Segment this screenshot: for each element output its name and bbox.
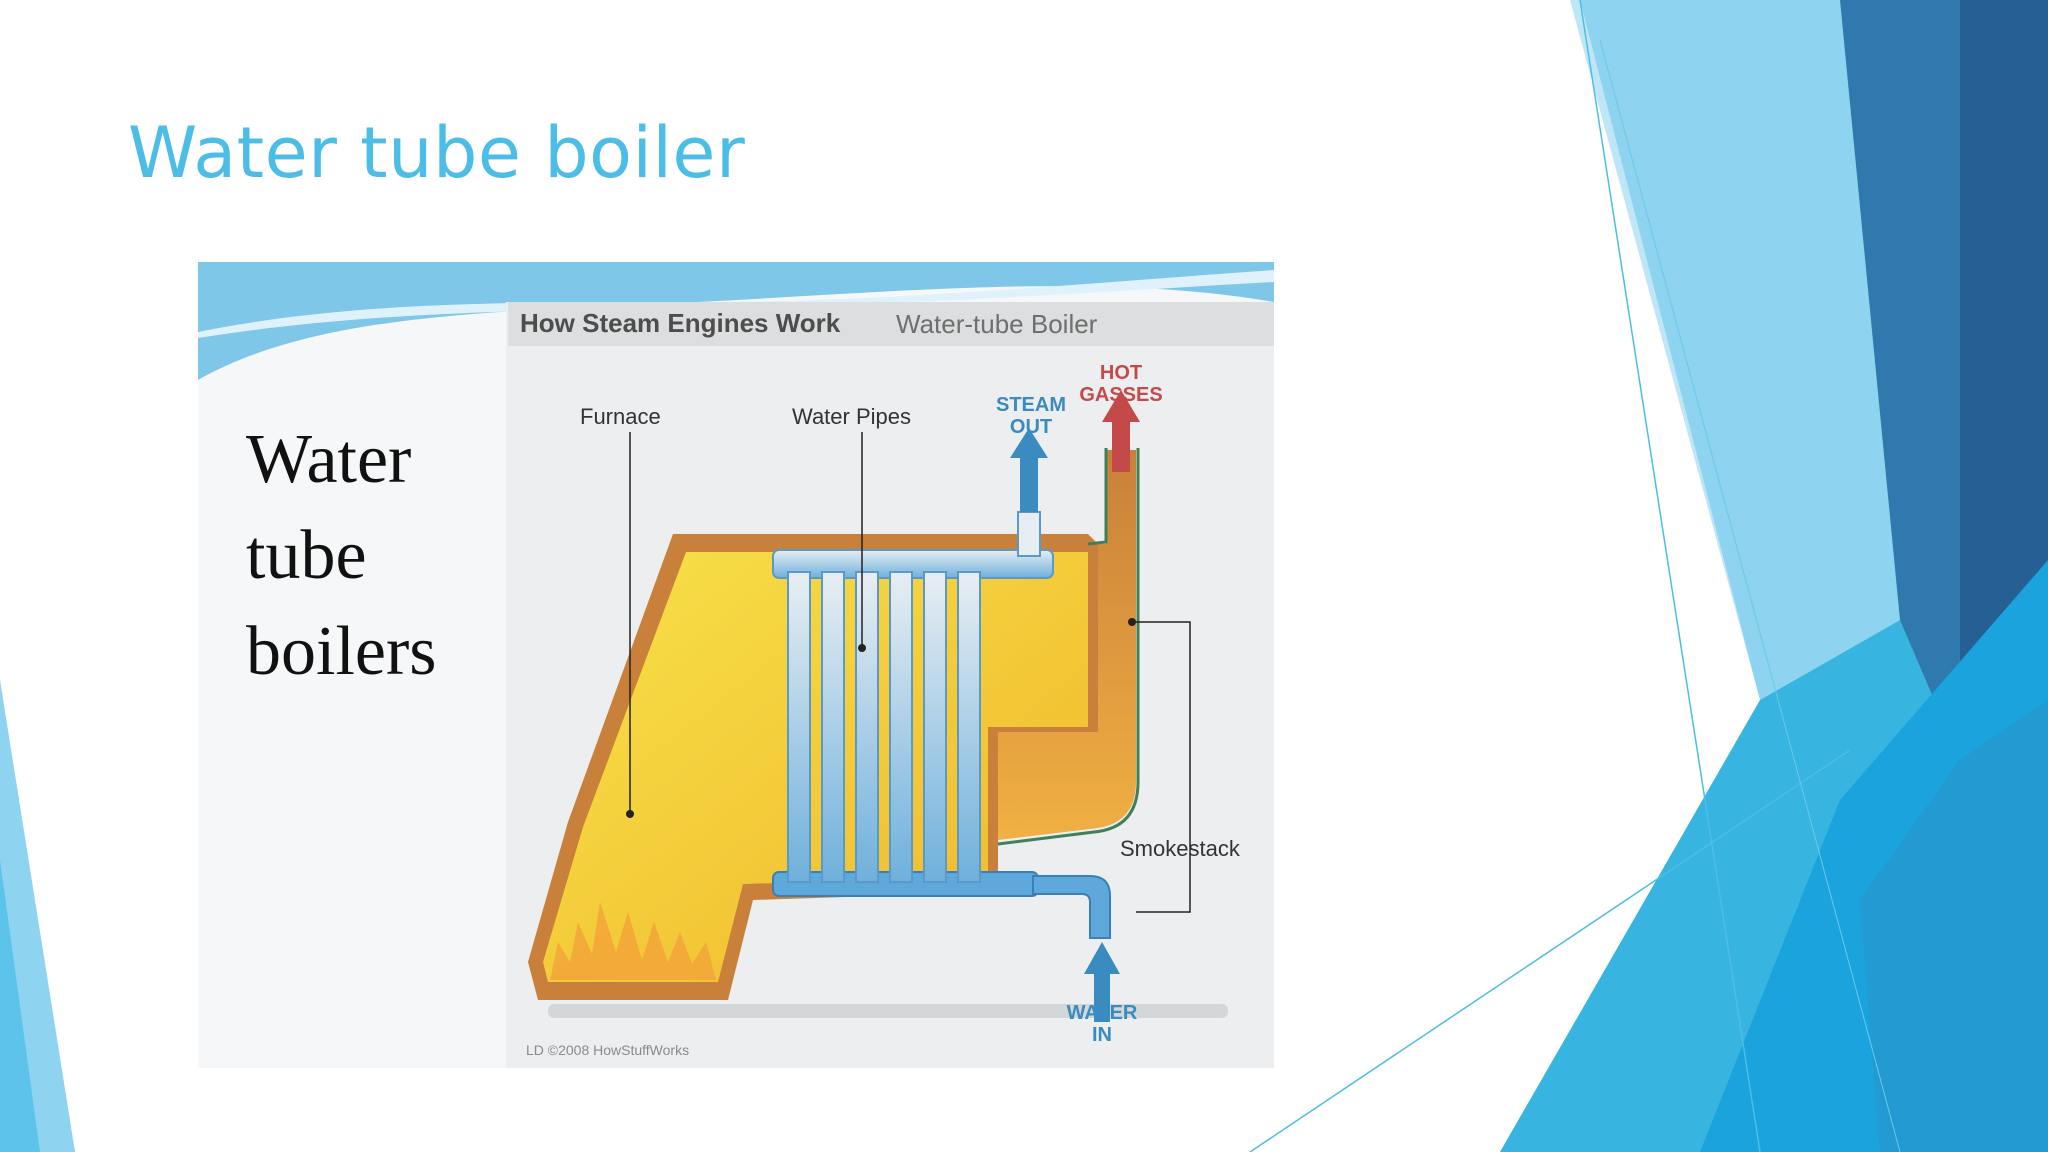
water-pipe [855,571,879,883]
side-label-line: Water [246,421,412,498]
water-pipe [787,571,811,883]
water-pipe [923,571,947,883]
smokestack [998,450,1136,840]
header-swoosh [198,262,1274,380]
side-label: Water tube boilers [246,412,506,700]
label-furnace: Furnace [580,404,661,429]
diagram-header-subtitle: Water-tube Boiler [896,309,1098,339]
smokestack-wall [997,448,1140,846]
thin-line [1599,39,1901,1152]
flames [550,902,716,980]
label-water-in: WATER IN [1060,1002,1144,1046]
label-steam-out: STEAM OUT [988,394,1074,438]
side-label-line: boilers [246,613,437,690]
right-facet-pale [1580,0,1900,700]
image-credit: LD ©2008 HowStuffWorks [526,1042,690,1058]
label-steam-out-line: OUT [1009,416,1053,438]
floor [548,1004,1228,1018]
smokestack-wall-inner [1087,448,1108,546]
label-hot-gasses-line: HOT [1099,362,1143,384]
water-pipe [957,571,981,883]
diagram-header-title: How Steam Engines Work [520,308,841,338]
label-smokestack: Smokestack [1120,836,1240,861]
right-facet-accent [1860,700,2048,1152]
label-water-pipes: Water Pipes [792,404,912,429]
water-pipes-leader-dot [858,644,866,652]
thin-line [1579,0,1761,1152]
steam-out-arrow [1010,428,1048,512]
diagram-header-band [508,302,1274,346]
right-facet-darkest [1960,0,2048,760]
smokestack-leader-dot [1128,618,1136,626]
hot-gasses-arrow [1102,390,1140,472]
label-hot-gasses-line: GASSES [1079,384,1163,406]
steam-out-pipe [1017,511,1041,557]
left-accent-shape-inner [0,860,40,1152]
water-pipe [889,571,913,883]
water-in-arrow [1084,942,1120,1022]
boiler-diagram: Water tube boilers How Steam Engines Wor… [198,262,1274,1068]
boiler-diagram-graphic [198,262,1274,1068]
smokestack-leader [1134,621,1191,913]
label-hot-gasses: HOT GASSES [1070,362,1172,406]
furnace-leader-dot [626,810,634,818]
label-water-in-line: WATER [1066,1002,1138,1024]
label-water-in-line: IN [1092,1024,1112,1046]
slide-title: Water tube boiler [128,112,746,194]
water-pipe [821,571,845,883]
side-label-line: tube [246,517,367,594]
thin-line [1249,749,1851,1152]
label-steam-out-line: STEAM [996,394,1066,416]
water-in-pipe [1032,875,1111,939]
